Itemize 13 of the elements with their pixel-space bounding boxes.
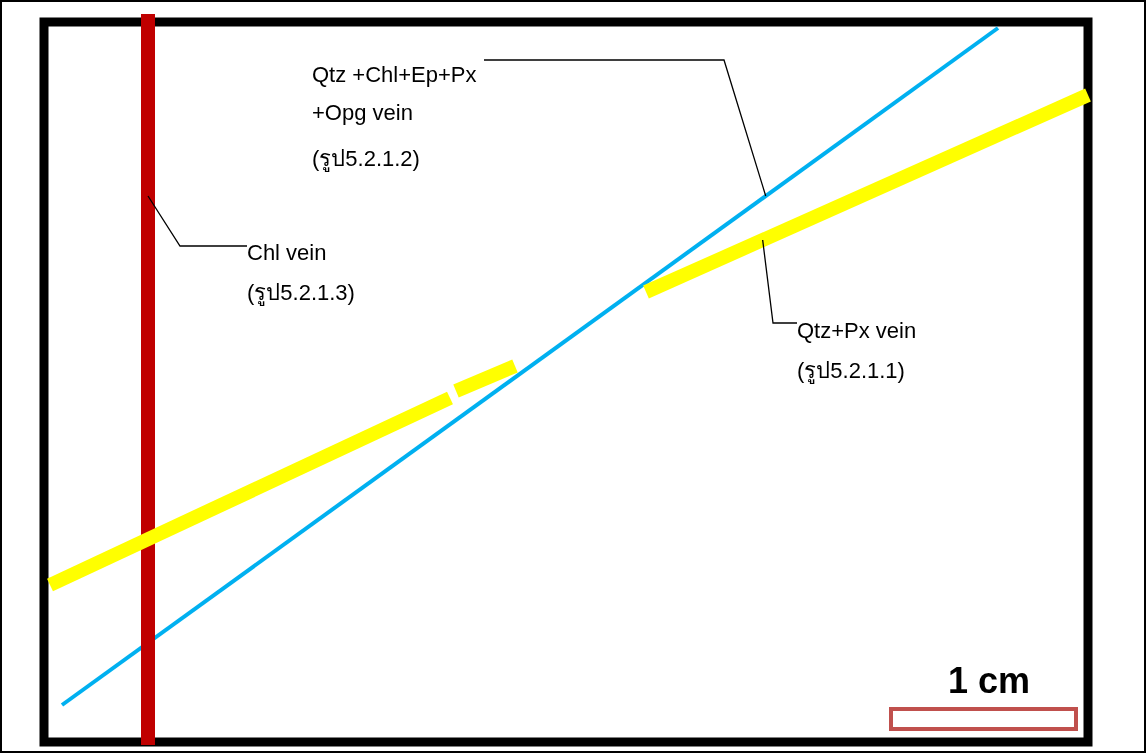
figure-reference: (รูป5.2.1.3)	[247, 280, 355, 306]
vein-label: Qtz+Px vein	[797, 318, 917, 344]
scale-label: 1 cm	[948, 660, 1031, 702]
vein-label: Chl vein	[247, 240, 328, 266]
vein-line	[643, 88, 1091, 299]
scale-bar	[889, 707, 1078, 731]
vein-line	[141, 14, 155, 745]
figure-reference: (รูป5.2.1.1)	[797, 358, 906, 384]
leader-line	[483, 59, 767, 197]
figure-reference: (รูป5.2.1.2)	[312, 146, 421, 172]
leader-line	[762, 239, 798, 324]
vein-label: Qtz +Chl+Ep+Px +Opg vein	[312, 61, 478, 127]
leader-line	[147, 195, 248, 247]
